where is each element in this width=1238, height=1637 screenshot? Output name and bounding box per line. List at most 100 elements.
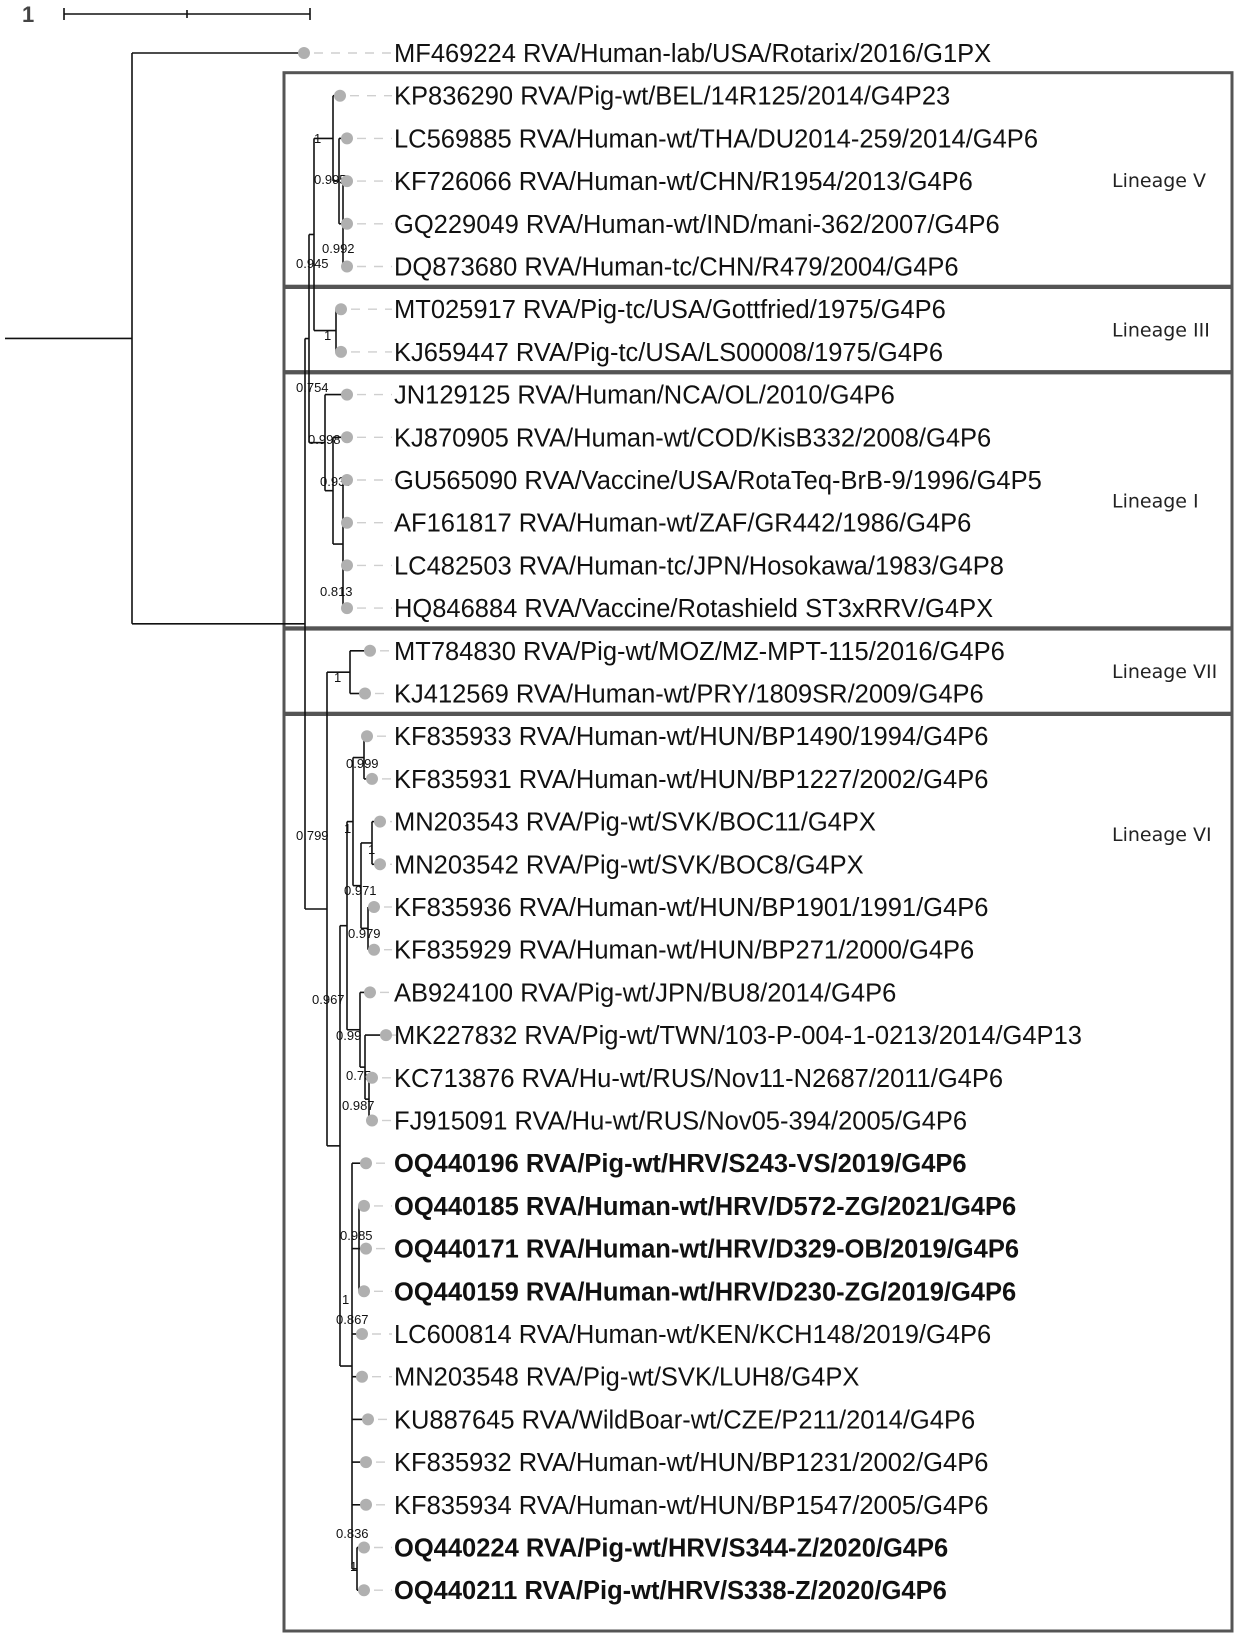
support-value: 1: [342, 1292, 349, 1307]
tip-dot: [368, 901, 380, 913]
support-values: 10.9950.9920.94510.7540.9980.9370.81310.…: [296, 131, 381, 1574]
taxon-label: KJ659447 RVA/Pig-tc/USA/LS00008/1975/G4P…: [394, 339, 943, 367]
taxon-label: MK227832 RVA/Pig-wt/TWN/103-P-004-1-0213…: [394, 1022, 1082, 1050]
tip-dot: [341, 260, 353, 273]
tip-dot: [374, 815, 386, 828]
taxon-label: KF835932 RVA/Human-wt/HUN/BP1231/2002/G4…: [394, 1449, 988, 1477]
lineage-box: [282, 370, 1234, 631]
taxon-label: KC713876 RVA/Hu-wt/RUS/Nov11-N2687/2011/…: [394, 1065, 1003, 1093]
taxon-label: KF726066 RVA/Human-wt/CHN/R1954/2013/G4P…: [394, 168, 973, 196]
support-value: 0.945: [296, 256, 329, 271]
support-value: 0.971: [344, 883, 377, 898]
tip-dot: [334, 89, 346, 102]
taxon-label: AB924100 RVA/Pig-wt/JPN/BU8/2014/G4P6: [394, 979, 896, 1007]
taxon-label: MT784830 RVA/Pig-wt/MOZ/MZ-MPT-115/2016/…: [394, 638, 1005, 666]
taxon-label: GQ229049 RVA/Human-wt/IND/mani-362/2007/…: [394, 211, 1000, 239]
taxon-label: OQ440196 RVA/Pig-wt/HRV/S243-VS/2019/G4P…: [394, 1150, 967, 1178]
support-value: 0.99: [336, 1028, 361, 1043]
taxon-label: LC600814 RVA/Human-wt/KEN/KCH148/2019/G4…: [394, 1321, 991, 1349]
tip-dot: [341, 602, 353, 615]
tip-dot: [364, 644, 376, 657]
lineage-label: Lineage III: [1112, 320, 1210, 342]
tip-dot: [341, 388, 353, 401]
lineage-box: [282, 711, 1234, 1633]
taxon-label: OQ440171 RVA/Human-wt/HRV/D329-OB/2019/G…: [394, 1236, 1019, 1264]
taxon-label: MT025917 RVA/Pig-tc/USA/Gottfried/1975/G…: [394, 296, 946, 324]
taxon-label: AF161817 RVA/Human-wt/ZAF/GR442/1986/G4P…: [394, 510, 971, 538]
taxon-label: KF835934 RVA/Human-wt/HUN/BP1547/2005/G4…: [394, 1492, 988, 1520]
tip-dot: [359, 687, 371, 700]
lineage-boxes: Lineage V Lineage III Lineage I Lineage VII…: [282, 71, 1234, 1633]
support-value: 0.987: [342, 1098, 375, 1113]
taxon-label: OQ440224 RVA/Pig-wt/HRV/S344-Z/2020/G4P6: [394, 1535, 948, 1563]
taxon-label: OQ440185 RVA/Human-wt/HRV/D572-ZG/2021/G…: [394, 1193, 1016, 1221]
tip-dot: [360, 1242, 372, 1255]
tip-labels: MF469224 RVA/Human-lab/USA/Rotarix/2016/…: [298, 40, 1082, 1605]
support-value: 1: [350, 1559, 357, 1574]
tip-dot: [374, 858, 386, 871]
tip-dot: [366, 772, 378, 785]
support-value: 0.799: [296, 828, 329, 843]
tip-dot: [298, 47, 310, 59]
tip-dot: [356, 1370, 368, 1383]
tip-dot: [341, 217, 353, 230]
tip-dot: [368, 943, 380, 956]
support-value: 1: [314, 131, 321, 146]
taxon-label: KF835931 RVA/Human-wt/HUN/BP1227/2002/G4…: [394, 766, 988, 794]
lineage-label: Lineage VI: [1112, 824, 1212, 846]
taxon-label: LC569885 RVA/Human-wt/THA/DU2014-259/201…: [394, 125, 1038, 153]
taxon-label: KF835933 RVA/Human-wt/HUN/BP1490/1994/G4…: [394, 723, 988, 751]
tip-dot: [341, 474, 353, 486]
scale-bar-label: 1: [22, 2, 34, 27]
lineage-label: Lineage I: [1112, 490, 1199, 512]
taxon-label: LC482503 RVA/Human-tc/JPN/Hosokawa/1983/…: [394, 552, 1004, 580]
support-value: 0.867: [336, 1312, 369, 1327]
taxon-label: FJ915091 RVA/Hu-wt/RUS/Nov05-394/2005/G4…: [394, 1108, 967, 1136]
taxon-label: DQ873680 RVA/Human-tc/CHN/R479/2004/G4P6: [394, 254, 959, 282]
support-value: 1: [344, 821, 351, 836]
tip-dot: [358, 1285, 370, 1298]
taxon-label: OQ440211 RVA/Pig-wt/HRV/S338-Z/2020/G4P6: [394, 1577, 947, 1605]
support-value: 0.813: [320, 584, 353, 599]
taxon-label: KF835929 RVA/Human-wt/HUN/BP271/2000/G4P…: [394, 937, 974, 965]
taxon-label: KP836290 RVA/Pig-wt/BEL/14R125/2014/G4P2…: [394, 83, 950, 111]
taxon-label: MN203542 RVA/Pig-wt/SVK/BOC8/G4PX: [394, 851, 864, 879]
tip-dot: [364, 986, 376, 999]
tree-branches: [5, 52, 386, 1591]
taxon-label: JN129125 RVA/Human/NCA/OL/2010/G4P6: [394, 382, 895, 410]
tip-dot: [341, 175, 353, 188]
scale-bar: 1: [22, 2, 311, 27]
support-value: 0.979: [348, 926, 381, 941]
support-value: 0.992: [322, 241, 355, 256]
tip-dot: [358, 1541, 370, 1554]
taxon-label: MF469224 RVA/Human-lab/USA/Rotarix/2016/…: [394, 40, 991, 68]
support-value: 1: [324, 328, 331, 343]
support-value: 0.995: [314, 172, 347, 187]
taxon-label: KJ412569 RVA/Human-wt/PRY/1809SR/2009/G4…: [394, 681, 984, 709]
tip-dot: [335, 303, 347, 316]
tip-dot: [362, 1413, 374, 1426]
tip-dot: [341, 559, 353, 572]
tip-dot: [380, 1029, 392, 1042]
support-value: 0.754: [296, 380, 329, 395]
taxon-label: MN203543 RVA/Pig-wt/SVK/BOC11/G4PX: [394, 809, 876, 837]
support-value: 0.75: [346, 1068, 371, 1083]
tip-dot: [361, 730, 373, 743]
taxon-label: GU565090 RVA/Vaccine/USA/RotaTeq-BrB-9/1…: [394, 467, 1042, 495]
taxon-label: HQ846884 RVA/Vaccine/Rotashield ST3xRRV/…: [394, 595, 993, 623]
lineage-label: Lineage V: [1112, 170, 1206, 192]
tip-dot: [356, 1328, 368, 1340]
support-value: 0.998: [308, 432, 341, 447]
tip-dot: [358, 1199, 370, 1212]
lineage-label: Lineage VII: [1112, 661, 1217, 683]
tip-dot: [366, 1071, 378, 1084]
taxon-label: MN203548 RVA/Pig-wt/SVK/LUH8/G4PX: [394, 1364, 859, 1392]
support-value: 1: [368, 842, 375, 857]
taxon-label: OQ440159 RVA/Human-wt/HRV/D230-ZG/2019/G…: [394, 1278, 1016, 1306]
tip-dot: [360, 1157, 372, 1170]
tip-dot: [360, 1456, 372, 1469]
taxon-label: KU887645 RVA/WildBoar-wt/CZE/P211/2014/G…: [394, 1406, 975, 1434]
taxon-label: KJ870905 RVA/Human-wt/COD/KisB332/2008/G…: [394, 424, 991, 452]
tip-dot: [360, 1498, 372, 1511]
